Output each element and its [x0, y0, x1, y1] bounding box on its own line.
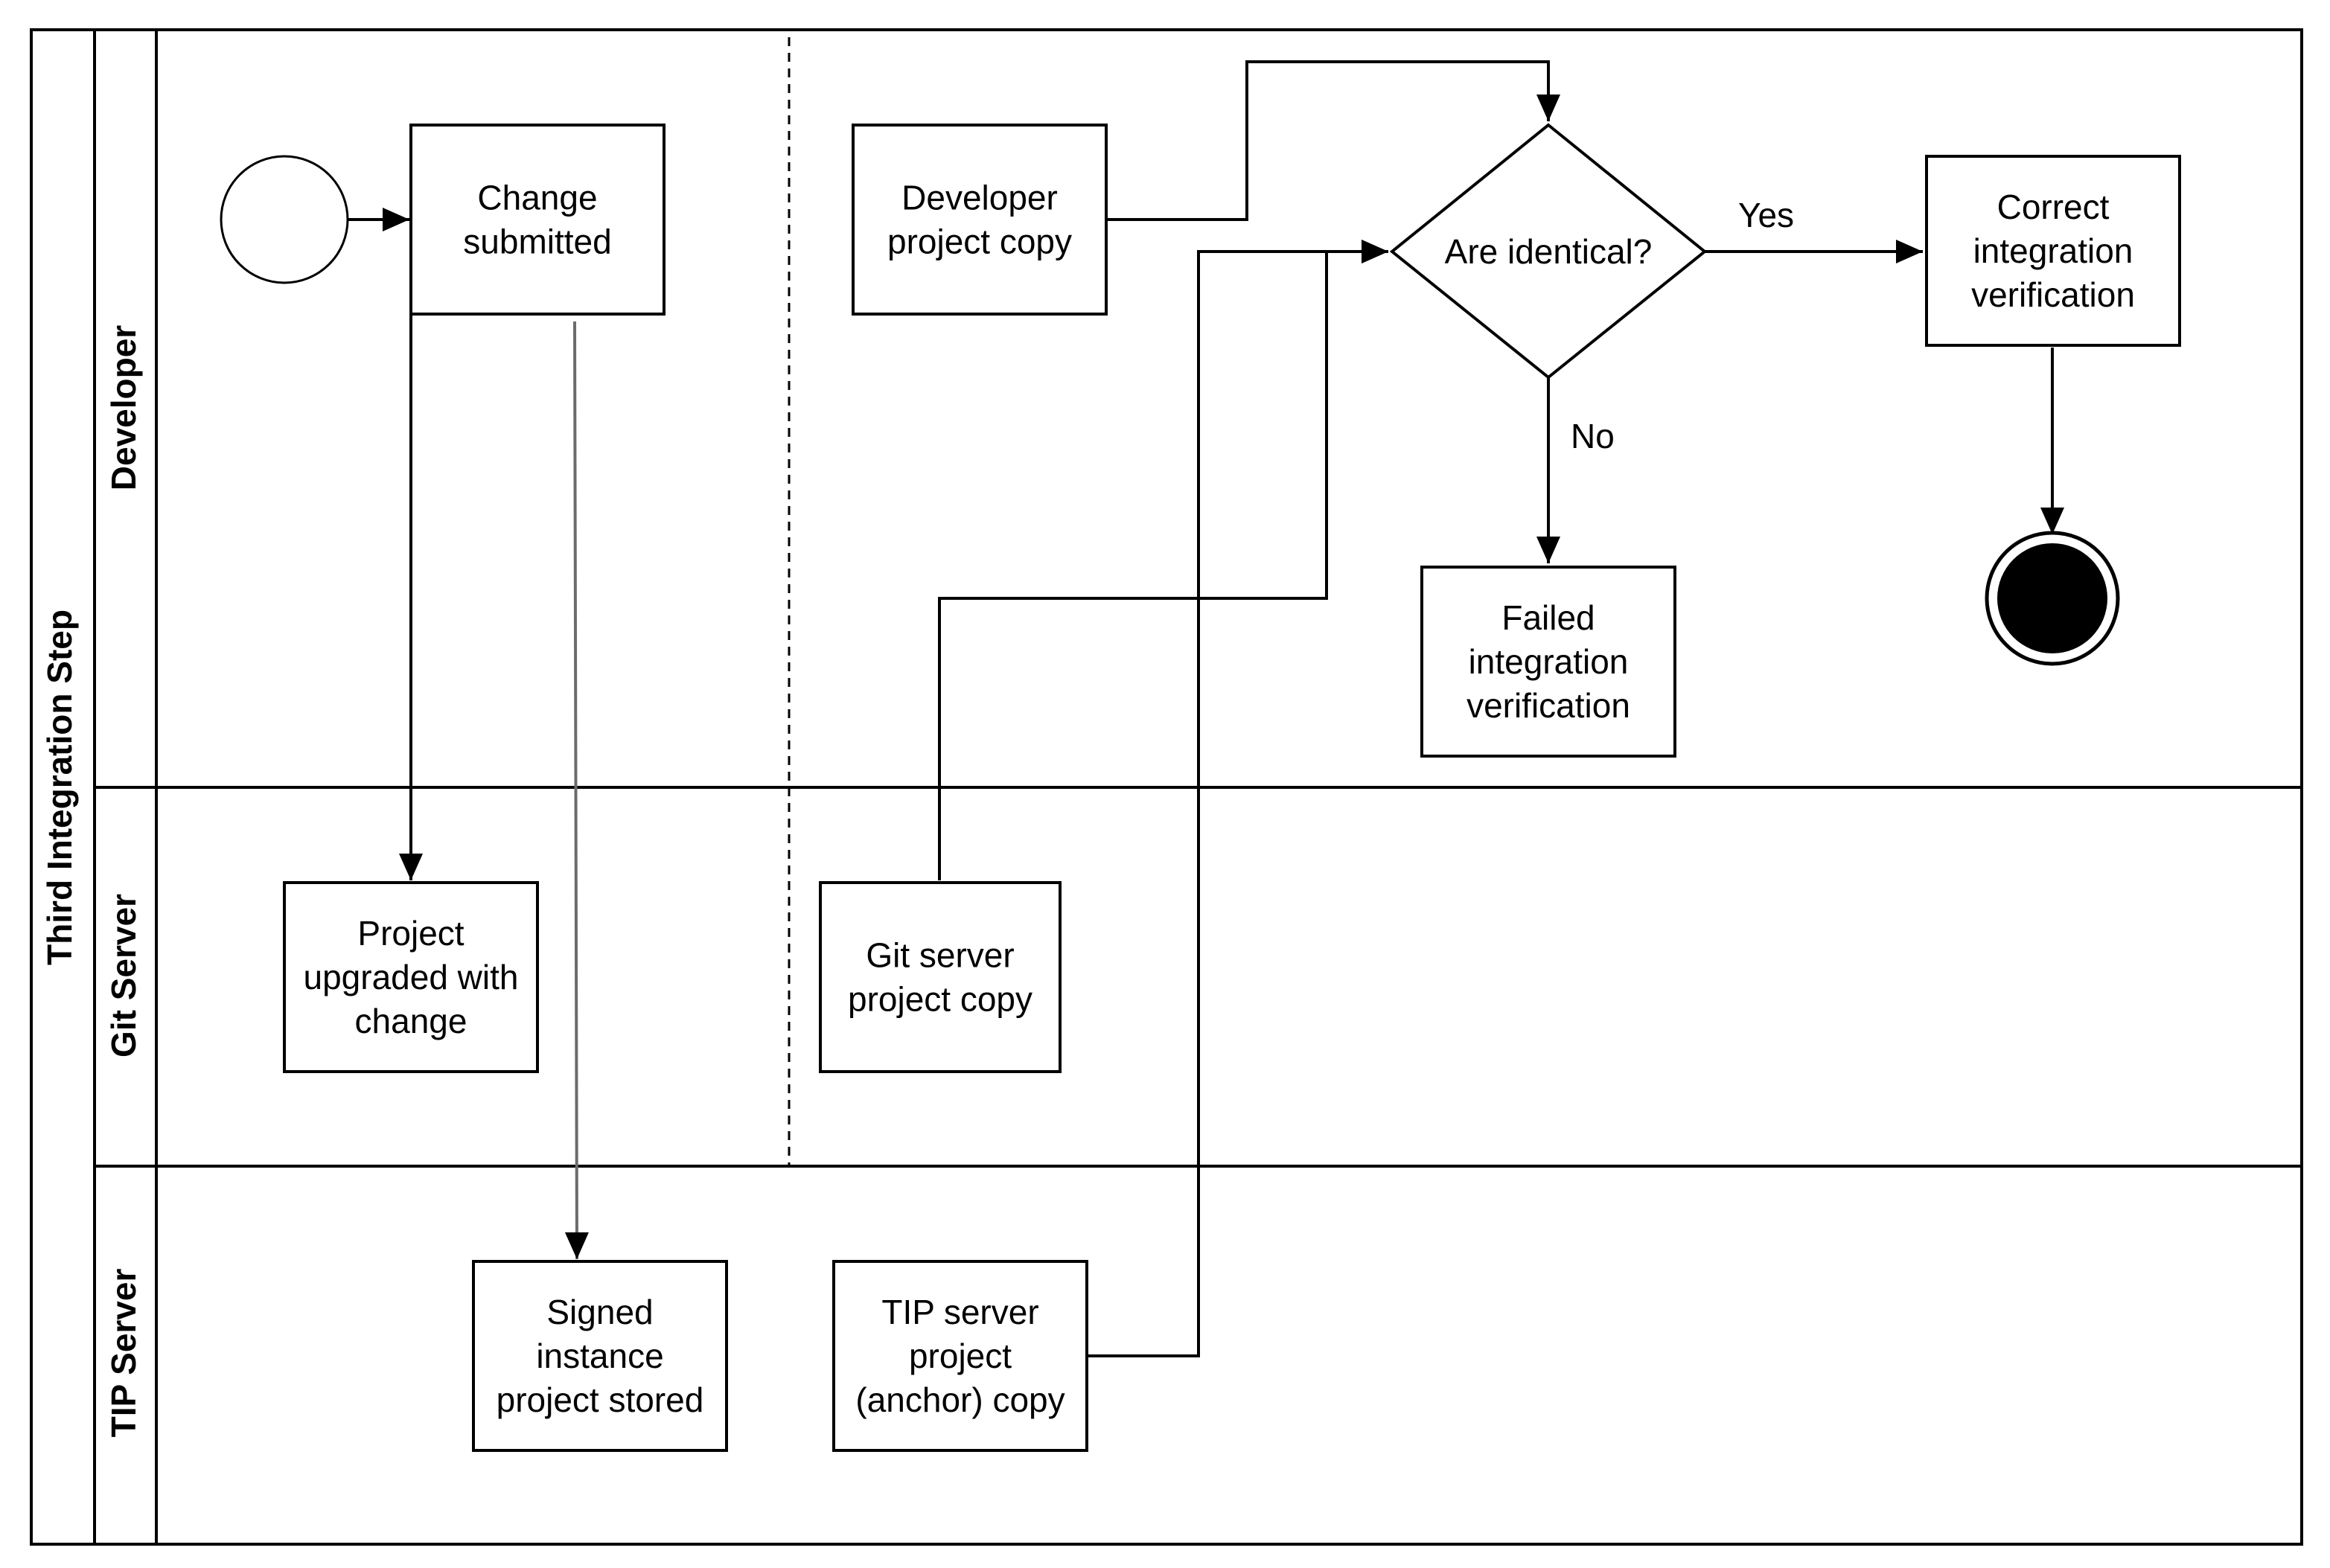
- node-text-line: project: [909, 1337, 1012, 1375]
- lane-title-developer: Developer: [104, 325, 143, 491]
- node-correct-integration-verification: Correct integration verification: [1925, 155, 2181, 347]
- node-change-submitted-text: Change submitted: [463, 179, 611, 261]
- node-text-line: Change: [477, 179, 597, 217]
- edge-label-no: No: [1571, 417, 1615, 455]
- node-text-line: Correct: [1997, 188, 2110, 226]
- node-text-line: verification: [1466, 686, 1630, 725]
- node-text-line: integration: [1469, 642, 1629, 681]
- node-tip-server-anchor-copy-text: TIP server project (anchor) copy: [855, 1293, 1065, 1419]
- node-text-line: project copy: [848, 980, 1032, 1019]
- lane-title-tip-server: TIP Server: [104, 1269, 143, 1438]
- node-are-identical-decision: Are identical?: [1389, 123, 1708, 380]
- node-text-line: Git server: [866, 936, 1014, 975]
- node-failed-integration-verification: Failed integration verification: [1420, 566, 1676, 758]
- node-correct-integration-verification-text: Correct integration verification: [1971, 188, 2135, 314]
- edge-change-to-signed-instance: [564, 321, 589, 1260]
- node-text-line: Project: [357, 914, 464, 953]
- node-developer-project-copy-text: Developer project copy: [887, 179, 1072, 261]
- node-tip-server-anchor-copy: TIP server project (anchor) copy: [832, 1260, 1088, 1452]
- edge-developer-copy-to-decision: [1106, 60, 1560, 221]
- node-text-line: submitted: [463, 223, 611, 261]
- node-project-upgraded-with-change: Project upgraded with change: [283, 881, 539, 1073]
- node-text-line: change: [355, 1002, 467, 1040]
- node-signed-instance-project-stored: Signed instance project stored: [472, 1260, 728, 1452]
- node-text-line: verification: [1971, 275, 2135, 314]
- node-text-line: integration: [1973, 231, 2133, 270]
- node-text-line: project stored: [497, 1380, 704, 1419]
- node-git-server-project-copy-text: Git server project copy: [848, 936, 1032, 1019]
- node-text-line: project copy: [887, 223, 1072, 261]
- node-git-server-project-copy: Git server project copy: [819, 881, 1062, 1073]
- lane-title-git-server: Git Server: [104, 894, 143, 1057]
- node-text-line: TIP server: [881, 1293, 1038, 1331]
- node-text-line: Signed: [546, 1293, 653, 1331]
- node-project-upgraded-with-change-text: Project upgraded with change: [304, 914, 519, 1040]
- node-signed-instance-project-stored-text: Signed instance project stored: [497, 1293, 704, 1419]
- edge-tip-copy-to-decision: [1087, 240, 1388, 1357]
- edge-label-yes: Yes: [1738, 196, 1794, 234]
- node-failed-integration-verification-text: Failed integration verification: [1466, 598, 1630, 725]
- node-text-line: instance: [536, 1337, 663, 1375]
- node-text-line: (anchor) copy: [855, 1380, 1065, 1419]
- node-text-line: upgraded with: [304, 958, 519, 996]
- node-text-line: Developer: [901, 179, 1058, 217]
- node-change-submitted: Change submitted: [409, 124, 666, 316]
- pool-title: Third Integration Step: [40, 609, 79, 965]
- node-developer-project-copy: Developer project copy: [852, 124, 1108, 316]
- end-event: [1985, 531, 2120, 666]
- node-text-line: Failed: [1501, 598, 1595, 637]
- node-text-line: Are identical?: [1445, 232, 1653, 271]
- start-event: [220, 155, 349, 284]
- node-are-identical-text: Are identical?: [1445, 232, 1653, 271]
